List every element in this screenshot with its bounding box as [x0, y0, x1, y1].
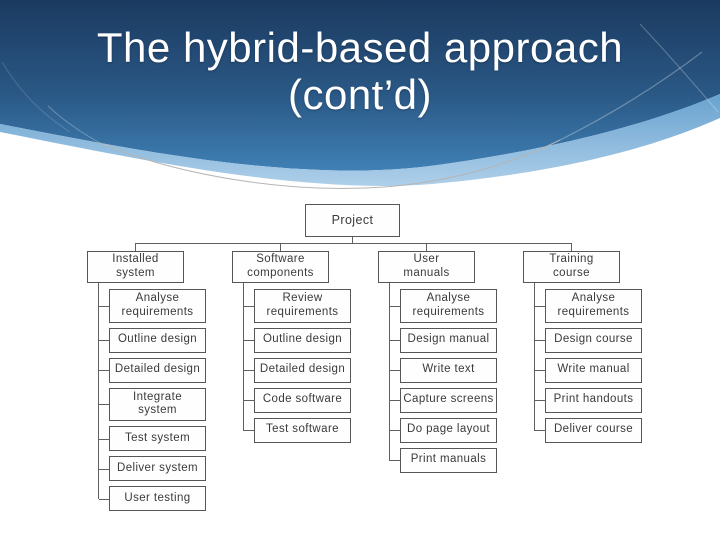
wbs-task-design-manual: Design manual [390, 327, 497, 353]
wbs-box-training-course: Training course [523, 251, 620, 283]
wbs-tasks-user-manuals: Analyse requirements Design manual Write… [389, 283, 497, 473]
wbs-tasks-software-components: Review requirements Outline design Detai… [243, 283, 351, 443]
wbs-task-design-course: Design course [535, 327, 642, 353]
wbs-task-analyse-requirements-1: Analyse requirements [99, 289, 206, 323]
connector-root-stub [352, 237, 353, 244]
connector-branch-stub-2 [280, 243, 281, 252]
wbs-branch-training-course: Training course Analyse requirements Des… [523, 251, 642, 443]
wbs-branch-user-manuals: User manuals Analyse requirements Design… [378, 251, 497, 473]
slide-title-line2: (cont’d) [287, 71, 433, 118]
wbs-task-outline-design-1: Outline design [99, 327, 206, 353]
slide-title-line1: The hybrid-based approach [96, 24, 624, 71]
slide-title: The hybrid-based approach (cont’d) [0, 24, 720, 118]
wbs-task-deliver-course: Deliver course [535, 417, 642, 443]
wbs-task-detailed-design-2: Detailed design [244, 357, 351, 383]
wbs-branch-installed-system: Installed system Analyse requirements Ou… [87, 251, 206, 512]
wbs-box-user-manuals: User manuals [378, 251, 475, 283]
connector-branch-stub-4 [571, 243, 572, 252]
wbs-task-do-page-layout: Do page layout [390, 417, 497, 443]
wbs-task-write-manual: Write manual [535, 357, 642, 383]
wbs-task-print-manuals: Print manuals [390, 447, 497, 473]
wbs-tasks-training-course: Analyse requirements Design course Write… [534, 283, 642, 443]
wbs-tasks-installed-system: Analyse requirements Outline design Deta… [98, 282, 206, 512]
wbs-task-user-testing: User testing [99, 486, 206, 512]
wbs-task-print-handouts: Print handouts [535, 387, 642, 413]
wbs-box-installed-system: Installed system [87, 251, 184, 283]
wbs-task-write-text: Write text [390, 357, 497, 383]
wbs-branch-software-components: Software components Review requirements … [232, 251, 351, 443]
header-curves-decoration [0, 0, 720, 189]
slide-header: The hybrid-based approach (cont’d) [0, 0, 720, 230]
wbs-task-integrate-system: Integrate system [99, 387, 206, 422]
connector-branch-stub-1 [135, 243, 136, 252]
wbs-task-test-software: Test software [244, 417, 351, 443]
wbs-task-analyse-requirements-3: Analyse requirements [390, 289, 497, 323]
wbs-task-outline-design-2: Outline design [244, 327, 351, 353]
wbs-task-detailed-design-1: Detailed design [99, 357, 206, 383]
wbs-task-test-system: Test system [99, 426, 206, 452]
wbs-task-analyse-requirements-4: Analyse requirements [535, 289, 642, 323]
connector-trunk-line [135, 243, 572, 244]
wbs-task-code-software: Code software [244, 387, 351, 413]
wbs-box-software-components: Software components [232, 251, 329, 283]
wbs-task-deliver-system: Deliver system [99, 456, 206, 482]
connector-branch-stub-3 [426, 243, 427, 252]
wbs-task-review-requirements: Review requirements [244, 289, 351, 323]
wbs-task-capture-screens: Capture screens [390, 387, 497, 413]
wbs-box-project: Project [305, 204, 400, 237]
